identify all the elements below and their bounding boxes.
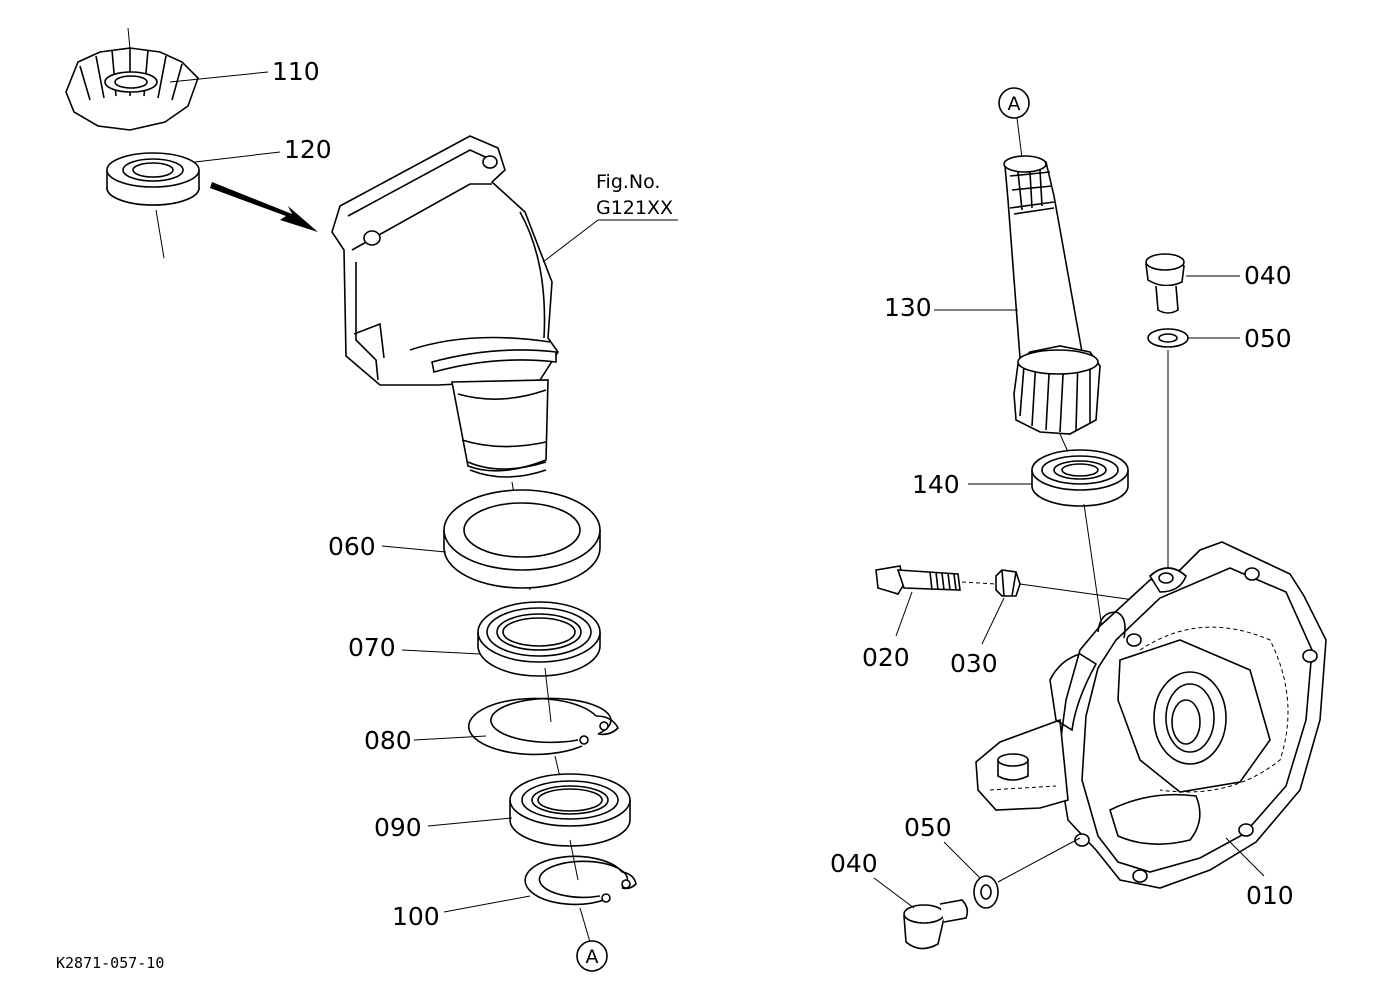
bearing-090[interactable] [509, 773, 631, 847]
part-label-100: 100 [392, 902, 440, 931]
connector-marker-a-bottom[interactable]: A [576, 940, 608, 972]
washer-050-upper[interactable] [1147, 328, 1189, 348]
part-label-050-lower: 050 [904, 813, 952, 842]
part-label-080: 080 [364, 726, 412, 755]
bearing-140[interactable] [1031, 449, 1129, 507]
collar-060[interactable] [443, 489, 601, 589]
bolt-020[interactable] [875, 565, 961, 595]
connector-marker-a-top[interactable]: A [998, 87, 1030, 119]
bolt-040-upper[interactable] [1145, 253, 1185, 314]
fig-no-label: Fig.No. [596, 171, 660, 193]
circlip-100[interactable] [524, 855, 637, 906]
connector-marker-a-bottom-label: A [586, 946, 599, 968]
bearing-120[interactable] [106, 152, 200, 259]
drawing-code: K2871-057-10 [56, 954, 164, 972]
nut-030[interactable] [995, 569, 1021, 597]
part-label-060: 060 [328, 532, 376, 561]
part-label-070: 070 [348, 633, 396, 662]
gear-case-housing[interactable] [331, 135, 559, 478]
part-label-140: 140 [912, 470, 960, 499]
fig-number: G121XX [596, 197, 673, 219]
washer-050-lower[interactable] [973, 875, 999, 909]
gear-case-010[interactable] [975, 541, 1327, 889]
part-label-110: 110 [272, 57, 320, 86]
oil-seal-070[interactable] [477, 601, 601, 677]
part-label-130: 130 [884, 293, 932, 322]
pinion-shaft-130[interactable] [1003, 155, 1101, 435]
circlip-080[interactable] [467, 697, 619, 756]
part-label-090: 090 [374, 813, 422, 842]
part-label-050-upper: 050 [1244, 324, 1292, 353]
part-label-040-lower: 040 [830, 849, 878, 878]
part-label-120: 120 [284, 135, 332, 164]
part-label-030: 030 [950, 649, 998, 678]
part-label-040-upper: 040 [1244, 261, 1292, 290]
connector-marker-a-top-label: A [1008, 93, 1021, 115]
assembly-arrow-icon [210, 182, 318, 232]
bevel-gear-110[interactable] [65, 27, 199, 131]
part-label-020: 020 [862, 643, 910, 672]
part-label-010: 010 [1246, 881, 1294, 910]
bolt-040-lower[interactable] [903, 899, 969, 950]
